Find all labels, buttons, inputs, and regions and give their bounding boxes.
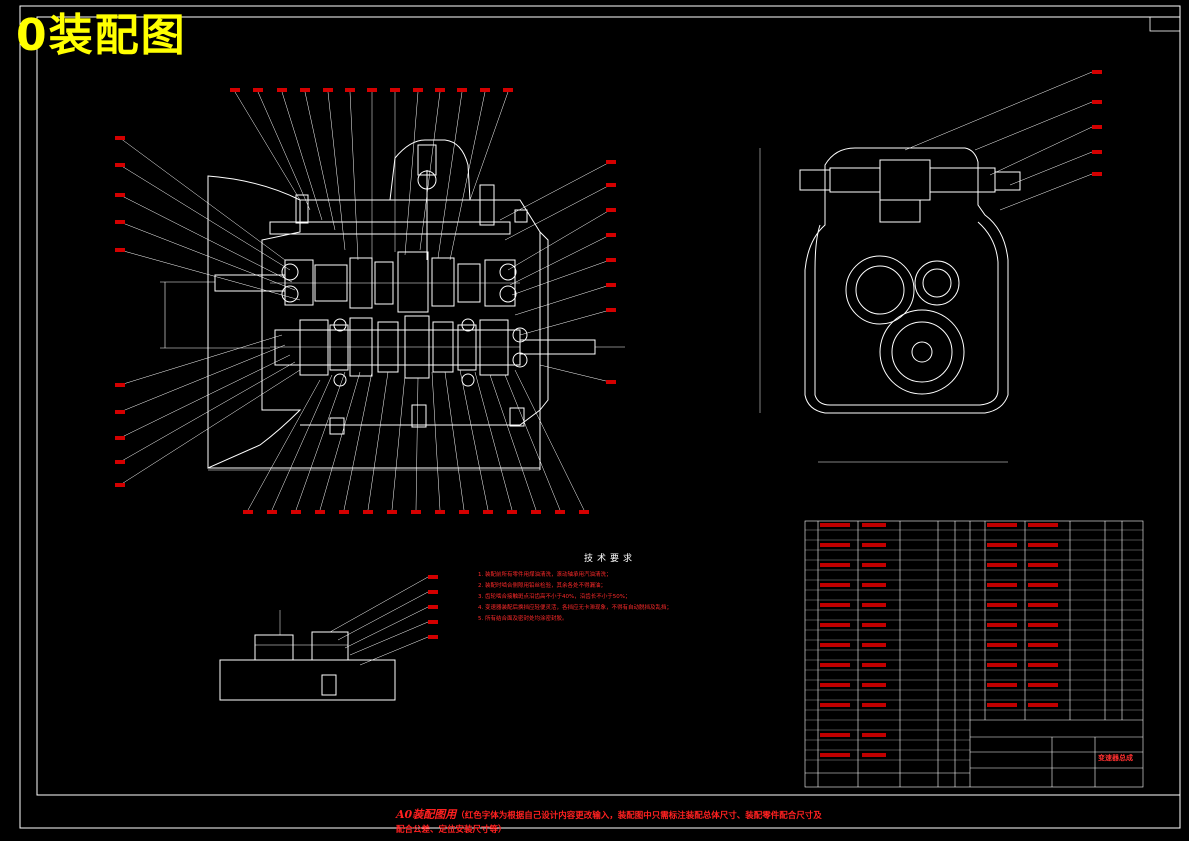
detail-view: [219, 576, 429, 701]
side-view-leaders: [904, 71, 1093, 211]
tech-requirement-item: 3. 齿轮啮合接触斑点沿齿高不小于40%，沿齿长不小于50%；: [478, 594, 631, 600]
side-view: [759, 147, 1021, 463]
tech-requirements-list: 1. 装配前所有零件用煤油清洗，滚动轴承用汽油清洗； 2. 装配时啮合侧隙用铅丝…: [478, 570, 788, 625]
title-block-name: 变速器总成: [1098, 754, 1133, 762]
tech-requirement-item: 1. 装配前所有零件用煤油清洗，滚动轴承用汽油清洗；: [478, 572, 612, 578]
tech-requirement-item: 2. 装配时啮合侧隙用铅丝检验，其余各处不得漏油；: [478, 583, 606, 589]
tech-requirement-item: 4. 变速器装配后换挡应轻便灵活，各挡应无卡滞现象，不得有自动脱挡及乱挡；: [478, 605, 672, 611]
main-view-leaders-top: [119, 91, 611, 383]
drawing-title: 0装配图: [16, 10, 187, 61]
corner-mark: [1149, 16, 1181, 32]
parts-list-table: [804, 520, 1144, 788]
tech-requirement-item: 5. 所有结合面及密封处均涂密封胶。: [478, 616, 568, 622]
parts-list-rows: [805, 529, 1143, 761]
inner-frame: [36, 16, 1181, 796]
main-view-leaders-bottom: [119, 334, 585, 511]
bottom-note: A0装配图用（红色字体为根据自己设计内容更改输入，装配图中只需标注装配总体尺寸、…: [396, 808, 826, 837]
bottom-note-text: （红色字体为根据自己设计内容更改输入，装配图中只需标注装配总体尺寸、装配零件配合…: [396, 811, 822, 835]
balloon-tags: [115, 70, 1102, 639]
parts-list-entries: [820, 523, 1058, 757]
tech-requirements-heading: 技术要求: [584, 554, 637, 564]
main-section-view: [160, 139, 625, 471]
bottom-note-lead: A0装配图用: [396, 808, 457, 821]
